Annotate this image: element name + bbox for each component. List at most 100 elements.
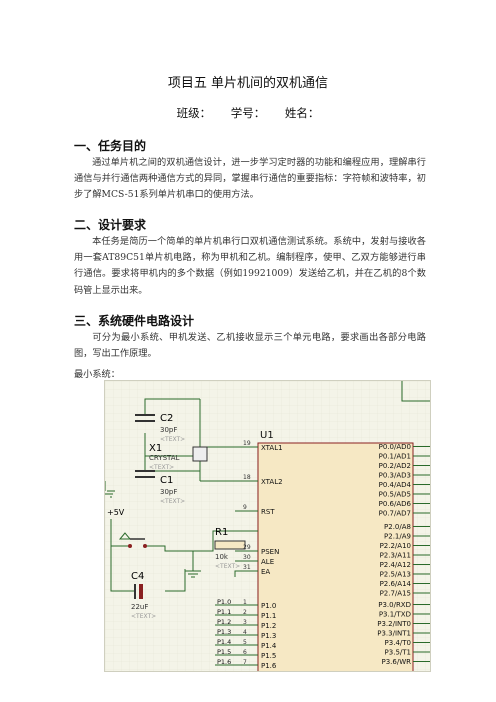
p1-pin-name-2: P1.2: [261, 622, 276, 630]
u1-body: [257, 442, 414, 671]
u1-right-pin-7: P0.7/AD7: [379, 510, 411, 518]
crystal-x1: [192, 446, 208, 462]
u1-pin-name-xtal1: XTAL1: [261, 444, 283, 452]
u1-right-pin-14: P2.6/A14: [380, 580, 412, 588]
u1-right-pin-2: P0.2/AD2: [379, 462, 411, 470]
u1-right-pin-1: P0.1/AD1: [379, 453, 411, 461]
section-text-2: 本任务是简历一个简单的单片机串行口双机通信测试系统。系统中，发射与接收各用一套A…: [74, 234, 426, 299]
section-heading-2: 二、设计要求: [74, 218, 147, 232]
p1-pin-name-6: P1.6: [261, 662, 277, 670]
x1-label: X1: [149, 443, 162, 454]
c1-text-tag: <TEXT>: [160, 498, 185, 505]
p1-net-label-4: P1.4: [217, 638, 231, 646]
u1-right-pin-3: P0.3/AD3: [379, 472, 411, 480]
schematic-figure: U1 C2 30pF <TEXT> X1 CRYSTAL <TEXT> C1 3…: [104, 380, 431, 672]
p1-net-label-3: P1.3: [217, 628, 231, 636]
p1-net-label-0: P1.0: [217, 598, 231, 606]
u1-right-pin-11: P2.3/A11: [380, 552, 411, 560]
u1-right-pin-19: P3.3/INT1: [377, 630, 411, 638]
u1-right-pin-5: P0.5/AD5: [379, 491, 411, 499]
c1-value: 30pF: [160, 488, 177, 496]
u1-right-pin-9: P2.1/A9: [384, 533, 411, 541]
u1-right-pin-4: P0.4/AD4: [379, 481, 412, 489]
u1-label: U1: [260, 430, 274, 441]
p1-pin-name-1: P1.1: [261, 612, 276, 620]
x1-text-tag: <TEXT>: [149, 464, 174, 471]
u1-pin-name-ale: ALE: [261, 558, 274, 566]
p1-pin-num-2: 2: [243, 609, 247, 616]
section-body-3: 可分为最小系统、甲机发送、乙机接收显示三个单元电路，要求画出各部分电路图，写出工…: [74, 332, 426, 360]
resistor-r1: [214, 540, 246, 550]
u1-pin-num-29: 29: [243, 544, 251, 551]
c4-plate-b: [139, 584, 143, 599]
student-info: 班级： 学号： 姓名：: [0, 105, 496, 121]
p1-pin-num-6: 6: [243, 649, 247, 656]
p1-net-label-6: P1.6: [217, 658, 231, 666]
figure-caption: 最小系统：: [74, 369, 120, 380]
section-body-2: 本任务是简历一个简单的单片机串行口双机通信测试系统。系统中，发射与接收各用一套A…: [74, 236, 426, 296]
u1-right-pin-10: P2.2/A10: [380, 542, 411, 550]
u1-port1-pins: P1.0 1 P1.0P1.1 2 P1.1P1.2 3 P1.2P1.3 4 P1.3P1.4…: [215, 598, 277, 670]
u1-pin-num-19: 19: [243, 440, 251, 447]
u1-pin-num-31: 31: [243, 564, 251, 571]
p1-pin-name-3: P1.3: [261, 632, 276, 640]
c4-value: 22uF: [131, 603, 148, 611]
u1-pin-name-rst: RST: [261, 508, 275, 516]
section-text-3: 可分为最小系统、甲机发送、乙机接收显示三个单元电路，要求画出各部分电路图，写出工…: [74, 330, 426, 362]
name-label: 姓名：: [284, 106, 320, 120]
p1-pin-name-0: P1.0: [261, 602, 276, 610]
reset-switch-contact-a: [128, 544, 132, 548]
u1-pin-name-xtal2: XTAL2: [261, 478, 283, 486]
u1-right-pin-22: P3.6/WR: [382, 658, 412, 666]
u1-right-pin-20: P3.4/T0: [385, 639, 411, 647]
u1-right-pin-13: P2.5/A13: [380, 571, 411, 579]
p1-net-label-2: P1.2: [217, 618, 231, 626]
p1-pin-name-4: P1.4: [261, 642, 277, 650]
u1-pin-num-30: 30: [243, 554, 251, 561]
u1-right-pin-12: P2.4/A12: [380, 561, 411, 569]
id-label: 学号：: [230, 106, 266, 120]
u1-right-pin-17: P3.1/TXD: [379, 611, 411, 619]
c4-label: C4: [131, 571, 144, 582]
x1-value: CRYSTAL: [149, 454, 180, 462]
u1-right-pin-0: P0.0/AD0: [379, 443, 411, 451]
c1-label: C1: [160, 475, 173, 486]
u1-pin-name-ea: EA: [261, 568, 270, 576]
u1-right-pin-16: P3.0/RXD: [378, 601, 411, 609]
doc-title: 项目五 单片机间的双机通信: [167, 76, 329, 91]
c2-label: C2: [160, 413, 173, 424]
u1-right-pins: P0.0/AD0P0.1/AD1P0.2/AD2P0.3/AD3P0.4/AD4…: [377, 443, 430, 666]
vcc-label: +5V: [107, 508, 125, 517]
c2-value: 30pF: [160, 426, 177, 434]
section-heading-1: 一、任务目的: [74, 139, 147, 153]
p1-pin-name-5: P1.5: [261, 652, 276, 660]
section-text-1: 通过单片机之间的双机通信设计，进一步学习定时器的功能和编程应用，理解串行通信与并…: [74, 155, 426, 204]
p1-net-label-1: P1.1: [217, 608, 231, 616]
c4-text-tag: <TEXT>: [131, 613, 156, 620]
u1-pin-name-psen: PSEN: [261, 548, 279, 556]
p1-pin-num-1: 1: [243, 599, 247, 606]
u1-right-pin-18: P3.2/INT0: [377, 620, 411, 628]
section-heading-3: 三、系统硬件电路设计: [74, 314, 195, 328]
p1-pin-num-3: 3: [243, 619, 247, 626]
u1-right-pin-6: P0.6/AD6: [379, 500, 412, 508]
u1-right-pin-15: P2.7/A15: [380, 590, 411, 598]
r1-text-tag: <TEXT>: [215, 563, 240, 570]
p1-pin-num-7: 7: [243, 659, 247, 666]
class-label: 班级：: [176, 106, 212, 120]
c2-text-tag: <TEXT>: [160, 436, 185, 443]
u1-pin-num-9: 9: [243, 504, 247, 511]
p1-pin-num-4: 4: [243, 629, 247, 636]
r1-label: R1: [215, 527, 228, 538]
reset-switch-contact-b: [143, 544, 147, 548]
p1-net-label-5: P1.5: [217, 648, 231, 656]
u1-right-pin-21: P3.5/T1: [385, 649, 411, 657]
r1-value: 10k: [215, 553, 229, 561]
u1-pin-num-18: 18: [243, 474, 251, 481]
section-body-1: 通过单片机之间的双机通信设计，进一步学习定时器的功能和编程应用，理解串行通信与并…: [74, 157, 426, 201]
schematic-svg: U1 C2 30pF <TEXT> X1 CRYSTAL <TEXT> C1 3…: [105, 381, 430, 671]
p1-pin-num-5: 5: [243, 639, 247, 646]
u1-right-pin-8: P2.0/A8: [384, 523, 411, 531]
